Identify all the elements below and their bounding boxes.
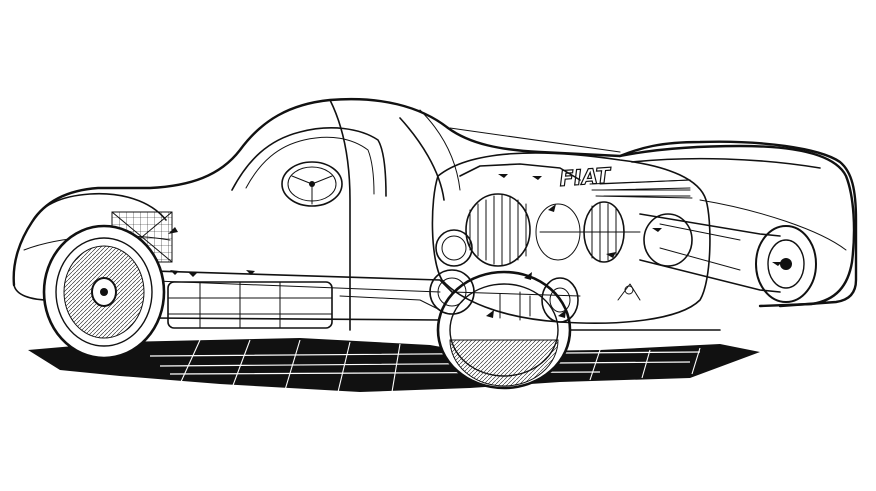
front-wheel <box>42 224 166 360</box>
body-lettering: FIAT <box>558 163 613 192</box>
body-stripes <box>599 179 691 197</box>
fiat-lettering: FIAT <box>559 163 613 191</box>
fuel-tank <box>167 281 333 329</box>
airflow-arrows <box>168 174 782 318</box>
exhaust-nozzle <box>755 225 817 303</box>
steering-wheel <box>281 161 343 207</box>
car-body <box>12 97 858 331</box>
rear-wheel <box>436 270 572 390</box>
chassis-frame <box>119 269 461 311</box>
